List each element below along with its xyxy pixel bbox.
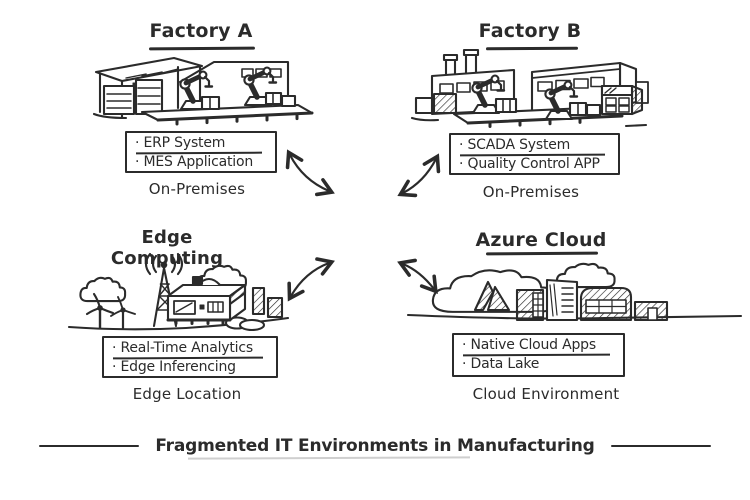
- azure-cloud-title: Azure Cloud: [475, 229, 607, 251]
- footer-right-line: [610, 445, 711, 447]
- factory-b-systems-box: · SCADA System · Quality Control APP: [449, 133, 620, 175]
- box-item: · SCADA System: [459, 137, 571, 153]
- edge-computing-title: Edge Computing: [110, 227, 224, 269]
- factory-a-illustration: [92, 56, 314, 126]
- factory-b-title: Factory B: [478, 20, 582, 42]
- azure-cloud-illustration: [406, 250, 743, 322]
- box-item: · MES Application: [135, 154, 253, 170]
- box-item: · Edge Inferencing: [112, 359, 236, 375]
- factory-a-caption: On-Premises: [148, 180, 246, 198]
- diagram-title: Fragmented IT Environments in Manufactur…: [155, 436, 595, 456]
- factory-a-title: Factory A: [149, 20, 253, 42]
- arrow-edge-center: [287, 257, 335, 302]
- arrow-factory-b-center: [397, 153, 441, 198]
- footer: Fragmented IT Environments in Manufactur…: [0, 431, 750, 461]
- box-item: · Real-Time Analytics: [112, 340, 253, 356]
- factory-b-caption: On-Premises: [482, 183, 580, 201]
- footer-left-line: [39, 445, 140, 447]
- box-item: · Quality Control APP: [459, 156, 600, 172]
- box-item: · ERP System: [135, 135, 226, 151]
- factory-a-systems-box: · ERP System · MES Application: [125, 131, 277, 173]
- azure-cloud-caption: Cloud Environment: [472, 385, 620, 403]
- edge-computing-illustration: [67, 252, 290, 332]
- arrow-factory-a-center: [285, 149, 335, 197]
- factory-b-illustration: [410, 48, 649, 128]
- edge-computing-workloads-box: · Real-Time Analytics · Edge Inferencing: [102, 336, 278, 378]
- box-item: · Native Cloud Apps: [462, 337, 596, 353]
- box-item: · Data Lake: [462, 356, 540, 372]
- azure-cloud-services-box: · Native Cloud Apps · Data Lake: [452, 333, 625, 377]
- edge-computing-caption: Edge Location: [132, 385, 242, 403]
